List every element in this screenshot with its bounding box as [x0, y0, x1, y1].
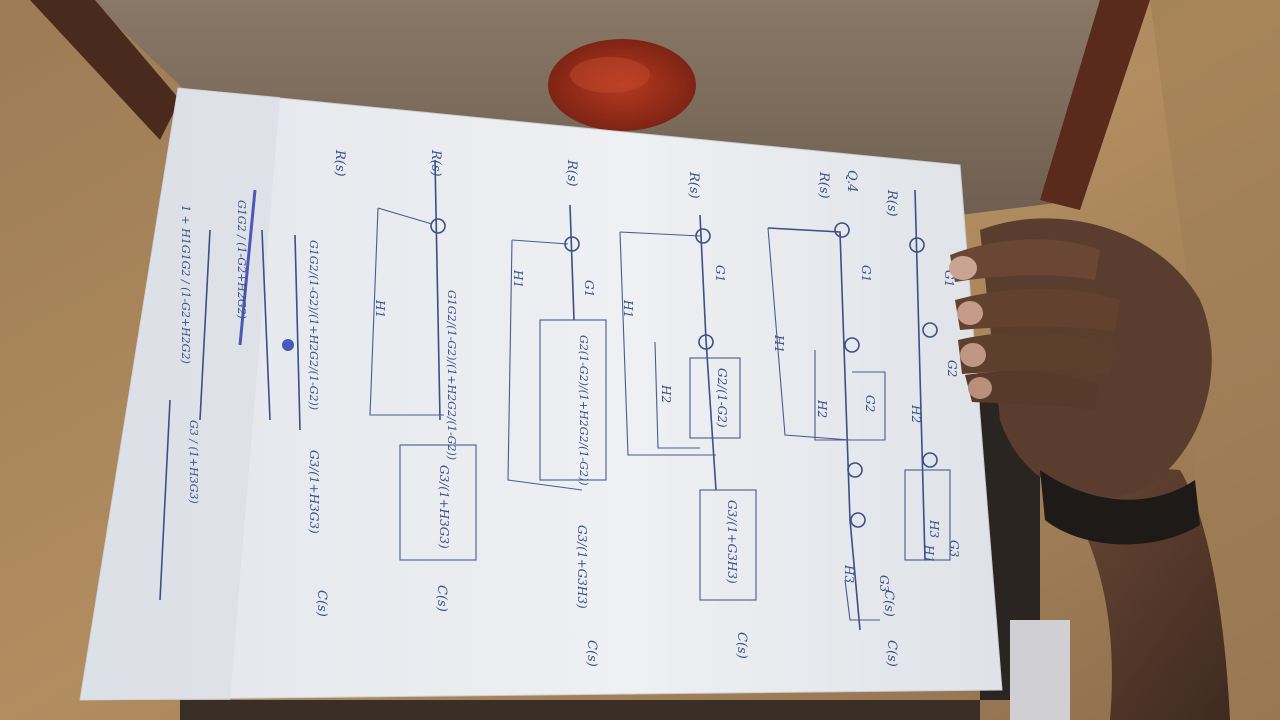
final-numerator: G1G2 / (1-G2+H2G2) [235, 200, 248, 319]
row1-output-label: C(s) [881, 590, 896, 617]
finger-3 [958, 332, 1115, 375]
ceiling-beam-left [30, 0, 180, 140]
final-expression: G1G2 / (1-G2+H2G2) 1 + H1G1G2 / (1-G2+H2… [159, 189, 294, 601]
wristband [1040, 470, 1200, 545]
ceiling-beam-right [1040, 0, 1150, 210]
paper-sheet [79, 87, 1003, 701]
final-denominator: 1 + H1G1G2 / (1-G2+H2G2) [179, 205, 192, 364]
fingernail-3 [960, 343, 986, 367]
row3-block-g2-ratio: G2/(1-G2) [715, 368, 729, 428]
row5-block-compound: G1G2/(1-G2)/(1+H2G2/(1-G2)) [445, 290, 458, 460]
hand [949, 218, 1230, 720]
row4-block-h1: H1 [511, 269, 525, 288]
background-cloth [1010, 620, 1070, 720]
row2-block-h2: H2 [815, 399, 829, 418]
row2-block-g2: G2 [863, 395, 877, 412]
fingernail-4 [968, 377, 992, 399]
row1-block-h1: H1 [922, 544, 936, 563]
floor-strip [180, 700, 980, 720]
row1-block-g3: G3 [947, 540, 961, 558]
diagram-row-4: R(s) G1 G2(1-G2)/(1+H2G2/(1-G2)) H1 G3/(… [507, 159, 607, 667]
row6-input-label: R(s) [332, 149, 347, 177]
fingernail-1 [949, 256, 977, 280]
row2-block-g1: G1 [859, 265, 873, 282]
row2-output-label: C(s) [884, 640, 899, 667]
sheet-header: Q.4 [844, 170, 859, 192]
row3-block-h1: H1 [621, 299, 635, 318]
row5-input-label: R(s) [428, 149, 443, 177]
diagram-row-3: R(s) G1 G2/(1-G2) H2 H1 G3/(1+G3H3) C(s) [619, 171, 757, 659]
row4-block-g3-feedback: G3/(1+G3H3) [575, 525, 589, 609]
row3-input-label: R(s) [686, 171, 701, 199]
row6-block-compound: G1G2/(1-G2)/(1+H2G2/(1-G2)) [307, 240, 320, 410]
diagram-row-1: R(s) H3 G3 G1 G2 H2 H1 C(s) Q.4 [844, 170, 961, 617]
row2-block-g3: G3 [877, 575, 891, 593]
final-times: G3 / (1+H3G3) [187, 420, 200, 504]
row5-output-label: C(s) [434, 585, 449, 612]
finger-2 [955, 288, 1120, 332]
row2-input-label: R(s) [816, 171, 831, 199]
row4-input-label: R(s) [564, 159, 579, 187]
row5-block-g3-feedback: G3/(1+H3G3) [437, 465, 451, 549]
row3-block-h2: H2 [659, 384, 673, 403]
diagram-row-5: R(s) G1G2/(1-G2)/(1+H2G2/(1-G2)) H1 G3/(… [369, 149, 477, 612]
row1-block-h2: H2 [909, 404, 923, 423]
row1-block-g2: G2 [945, 360, 959, 377]
right-wall-shadow [1150, 0, 1280, 720]
lamp-highlight [570, 57, 650, 93]
row3-block-g1: G1 [713, 265, 727, 282]
row6-block-g3-feedback: G3/(1+H3G3) [307, 450, 321, 534]
row2-block-h3: H3 [842, 564, 856, 583]
row3-output-label: C(s) [734, 632, 749, 659]
row5-block-h1: H1 [373, 299, 387, 318]
row1-block-h3: H3 [927, 519, 941, 538]
row4-block-compound: G2(1-G2)/(1+H2G2/(1-G2)) [577, 335, 590, 486]
row3-block-g3-feedback: G3/(1+G3H3) [725, 500, 739, 584]
paper-shade [80, 88, 280, 700]
finger-1 [950, 239, 1100, 282]
diagram-row-2: R(s) G1 H2 G2 G3 H3 H1 C(s) [767, 171, 899, 667]
fingernail-2 [957, 301, 983, 325]
row6-output-label: C(s) [314, 590, 329, 617]
diagram-row-6: R(s) G1G2/(1-G2)/(1+H2G2/(1-G2)) G3/(1+H… [261, 149, 347, 617]
handwritten-notes: R(s) H3 G3 G1 G2 H2 H1 C(s) Q.4 R(s) G1 … [159, 149, 961, 667]
row4-block-g1: G1 [582, 280, 596, 297]
row1-input-label: R(s) [884, 189, 899, 217]
row4-output-label: C(s) [584, 640, 599, 667]
finger-4 [965, 371, 1100, 410]
row2-block-h1: H1 [772, 334, 786, 353]
